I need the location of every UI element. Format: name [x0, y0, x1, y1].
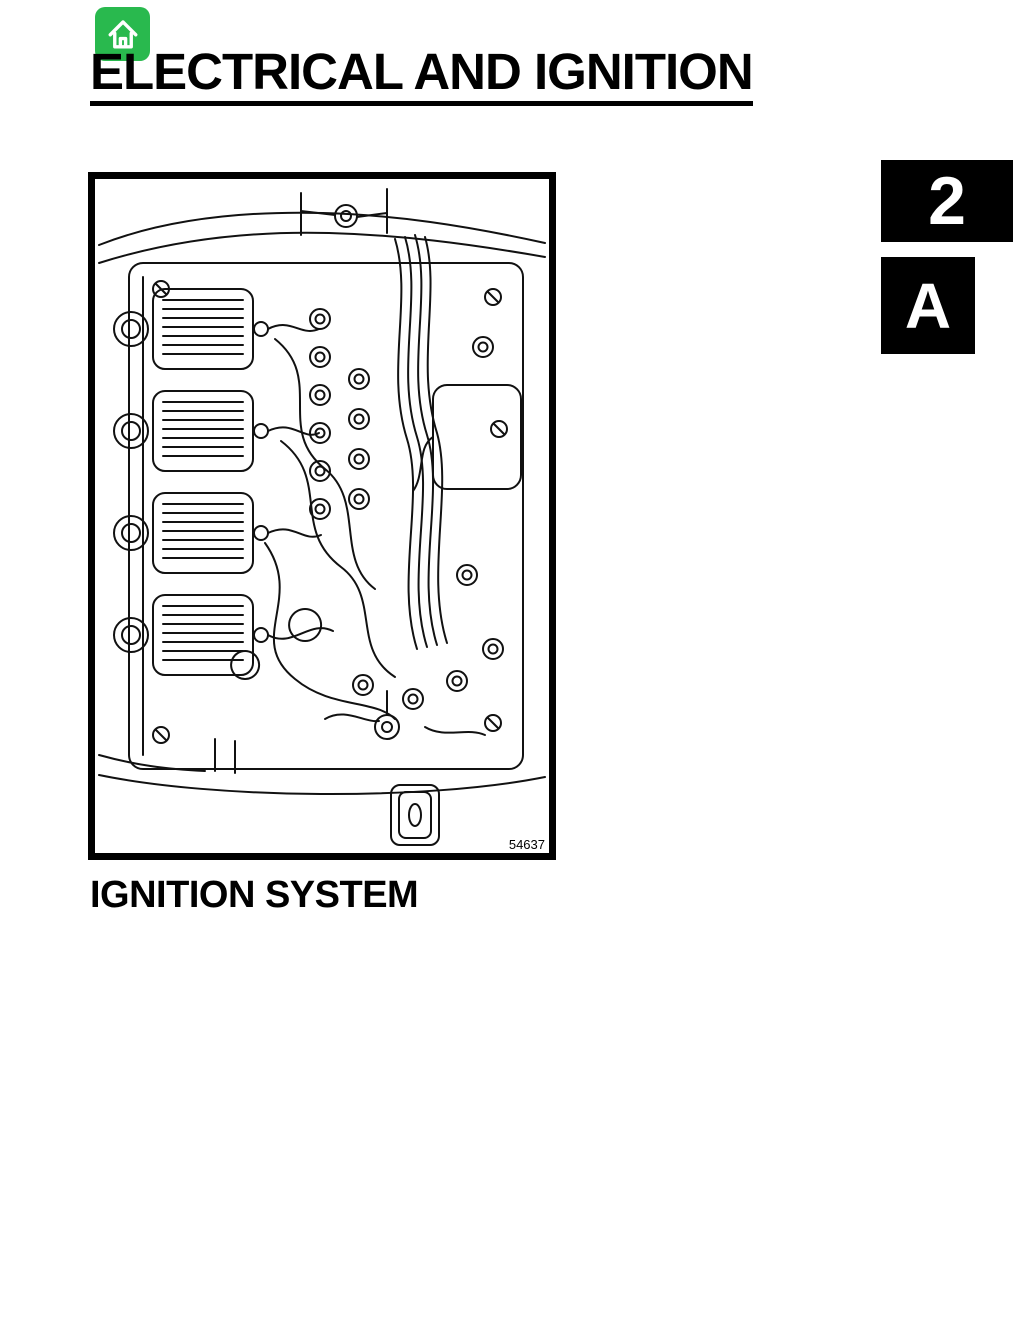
page-title: ELECTRICAL AND IGNITION	[90, 46, 754, 106]
figure-frame: 54637	[88, 172, 556, 860]
home-button[interactable]	[95, 7, 150, 61]
section-heading: IGNITION SYSTEM	[90, 874, 419, 916]
chapter-tab: 2	[881, 160, 1013, 242]
ignition-system-illustration	[98, 188, 546, 846]
home-icon	[108, 20, 137, 49]
figure-number: 54637	[505, 837, 545, 852]
section-tab: A	[881, 257, 975, 354]
